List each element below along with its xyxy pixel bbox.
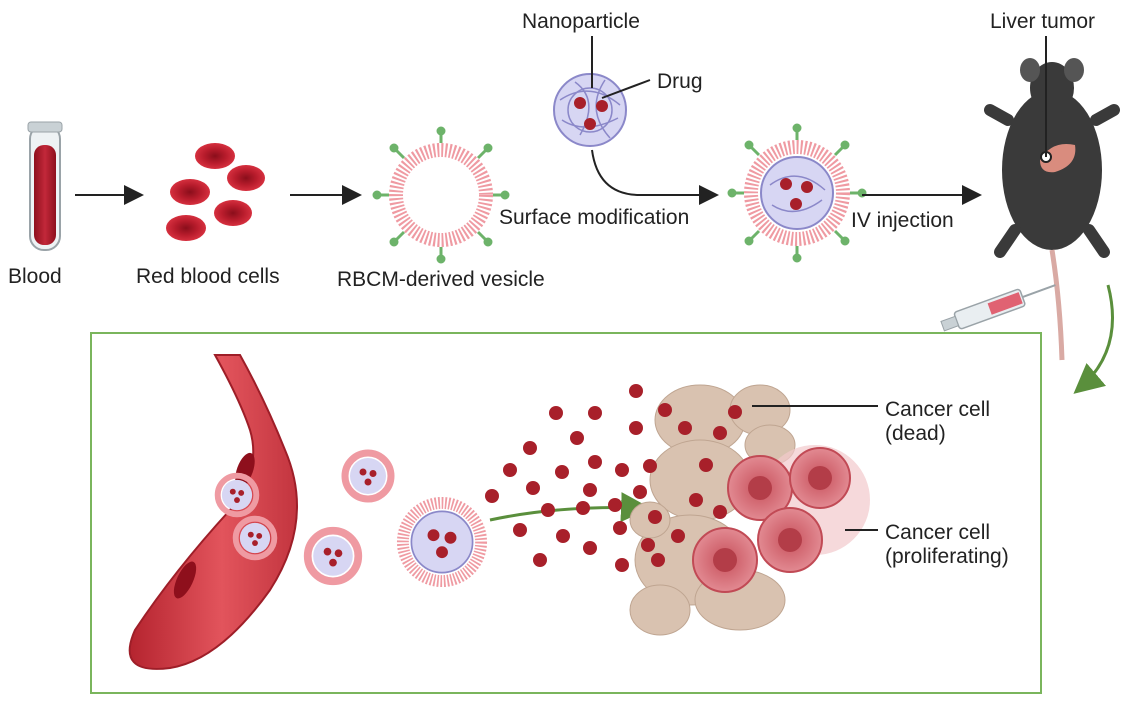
red-blood-cells-icon [166,143,265,241]
arrow-drug-release [489,492,651,523]
label-iv-injection: IV injection [851,209,954,232]
mouse-icon [984,36,1120,361]
nanoparticle-icon [553,36,651,147]
label-nanoparticle: Nanoparticle [522,10,640,33]
circulating-vesicles [214,449,488,588]
rbcm-vesicle-icon [372,126,510,264]
loaded-vesicle-icon [727,123,867,263]
arrow-to-tumor-detail [1073,284,1114,394]
label-cancer-dead: Cancer cell (dead) [885,398,991,445]
label-blood: Blood [8,265,62,288]
label-rbcm-vesicle: RBCM-derived vesicle [337,268,545,291]
blood-tube-icon [27,121,63,251]
label-red-blood-cells: Red blood cells [136,265,280,288]
label-surface-modification: Surface modification [499,206,690,229]
label-liver-tumor: Liver tumor [990,10,1096,33]
arrow-surface-modification [591,149,719,205]
label-cancer-proliferating: Cancer cell (proliferating) [885,521,1009,568]
label-drug: Drug [657,70,703,93]
blood-vessel-icon [128,354,298,670]
drug-particles [485,384,742,572]
proliferating-cancer-cells [692,445,870,593]
syringe-icon [940,284,1056,332]
